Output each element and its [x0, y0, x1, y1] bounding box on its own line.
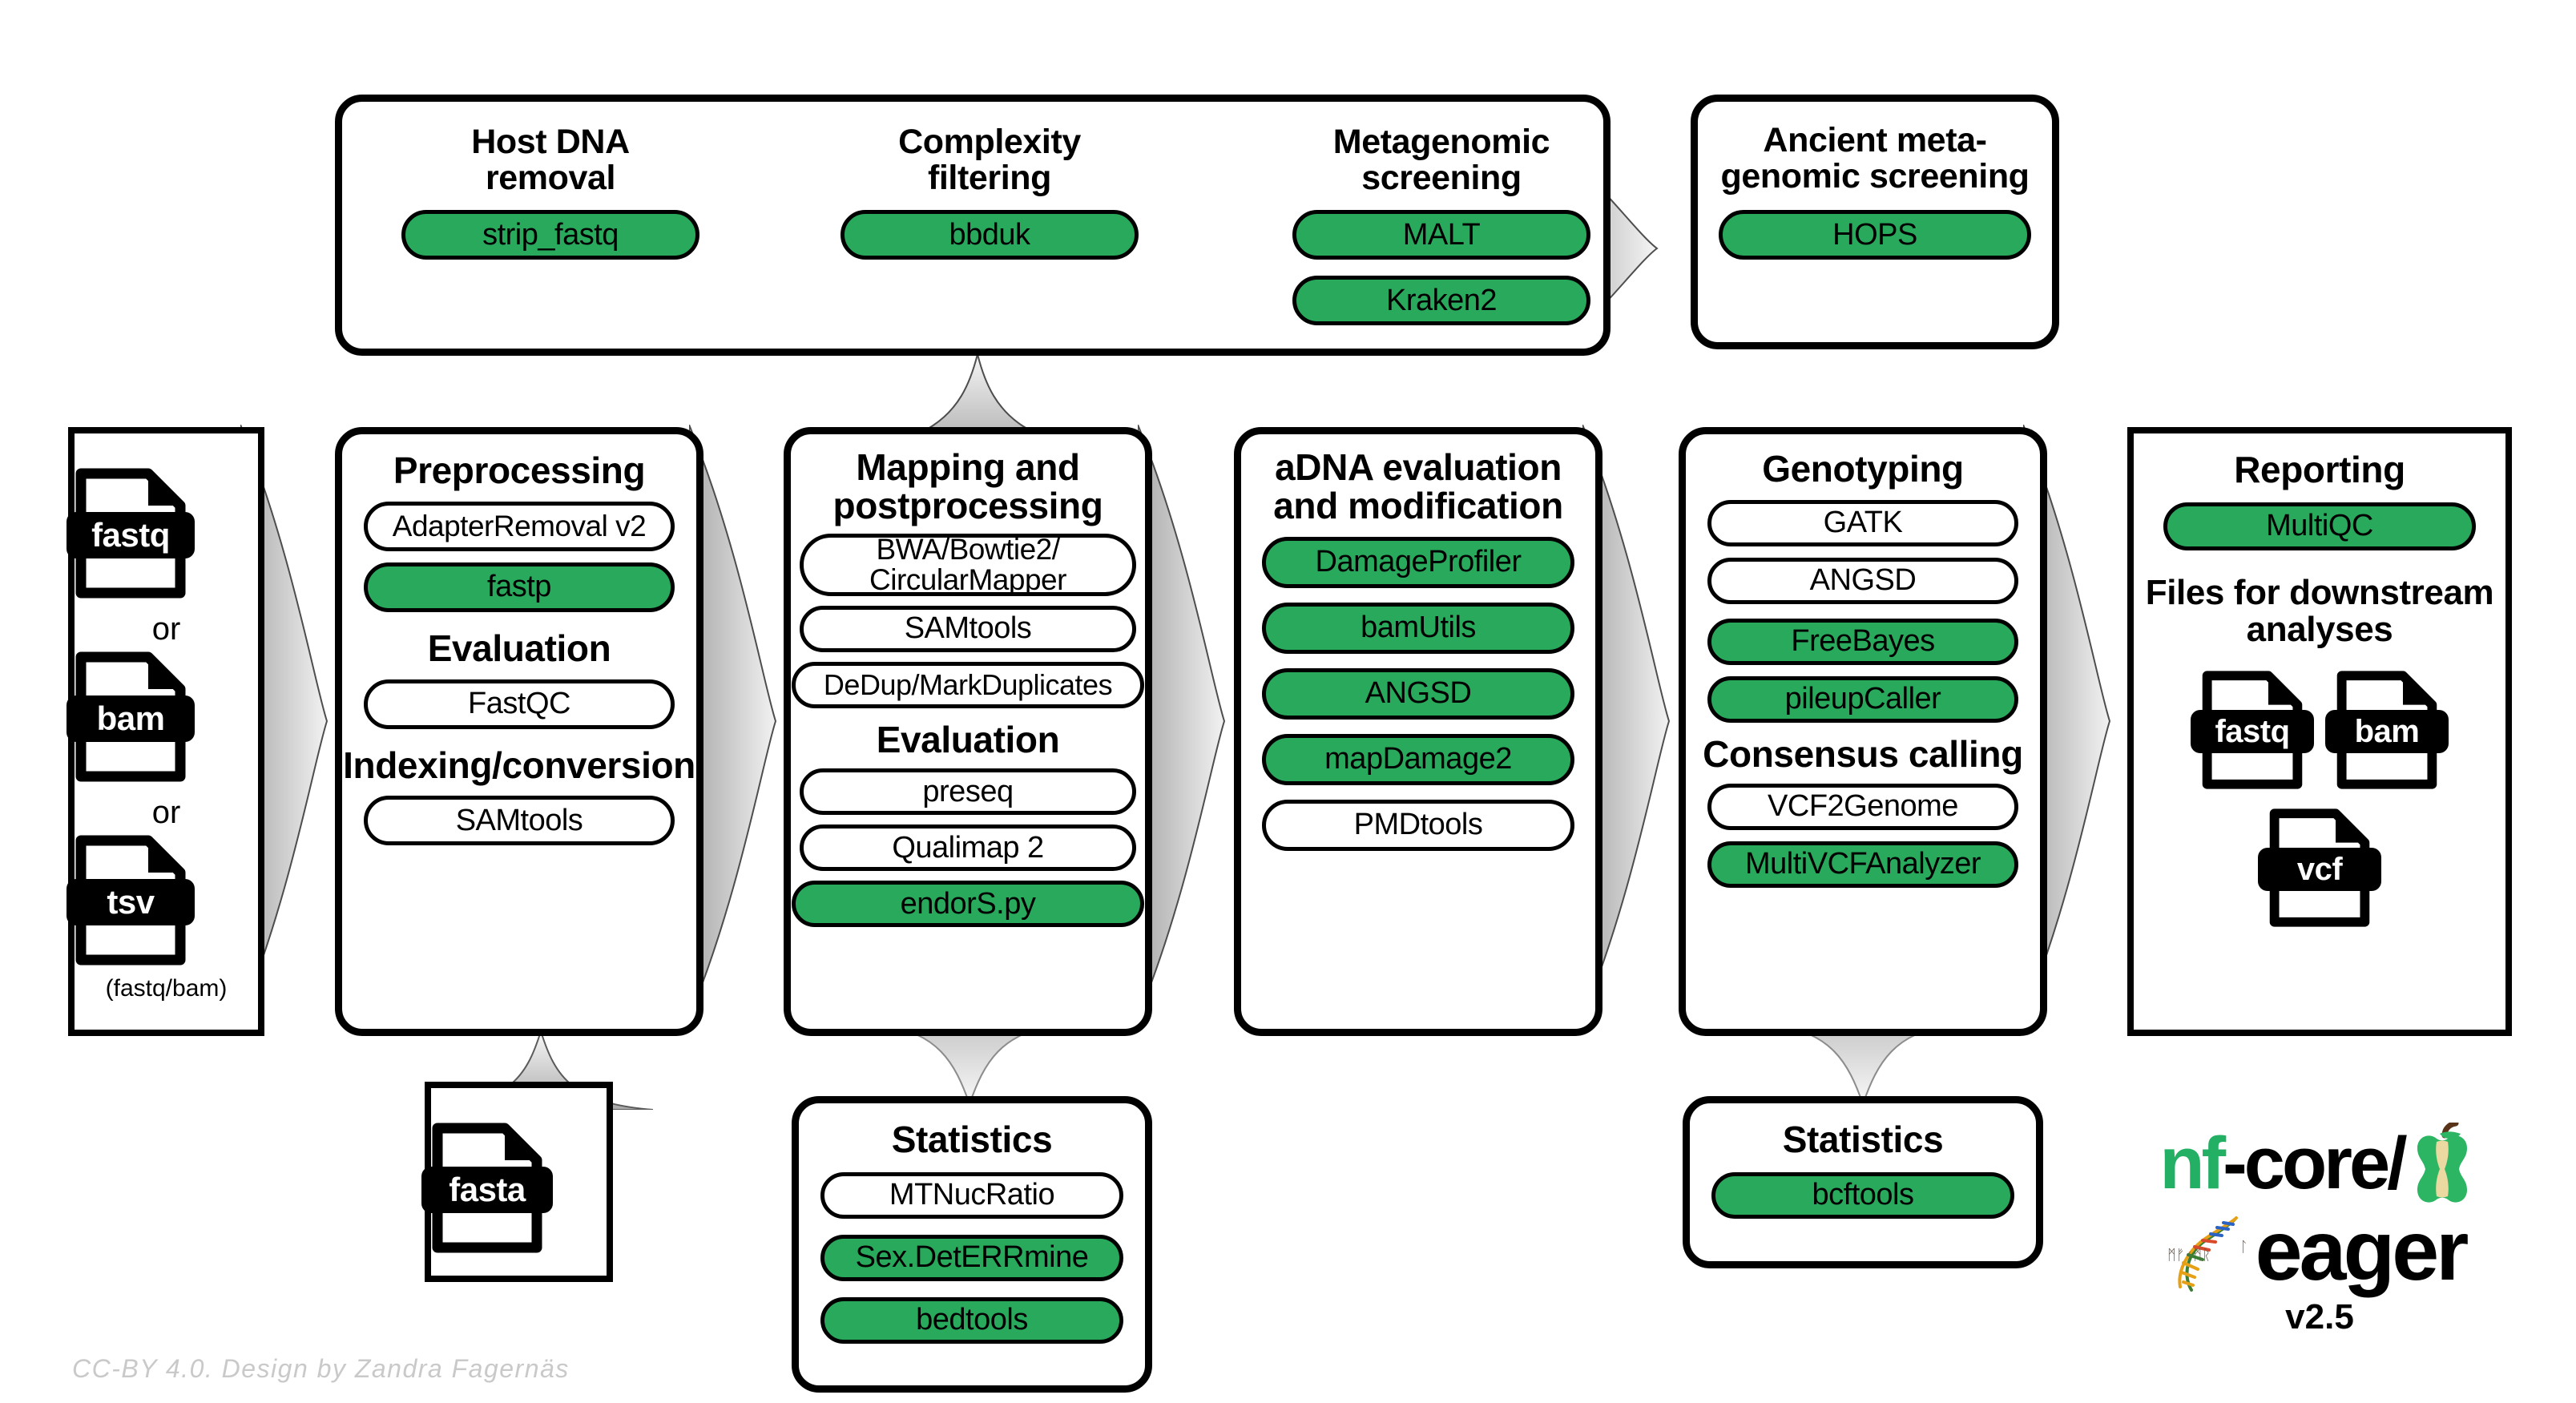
file-icon-fasta: fasta — [421, 1122, 553, 1254]
ancient-screening-box: Ancient meta- genomic screening HOPS — [1691, 95, 2059, 349]
ancient-screening-title: Ancient meta- genomic screening — [1720, 121, 2030, 196]
section-heading-evaluation: Evaluation — [427, 627, 611, 669]
tool-pill-freebayes[interactable]: FreeBayes — [1707, 618, 2018, 665]
screening-group-metagenomic: Metagenomic screening MALT Kraken2 — [1281, 123, 1602, 326]
statistics-mapping-box: Statistics MTNucRatio Sex.DetERRmine bed… — [792, 1096, 1152, 1393]
tool-pill-mtnucratio[interactable]: MTNucRatio — [820, 1171, 1123, 1219]
statistics-mapping-title: Statistics — [891, 1119, 1053, 1160]
screening-group-complexity: Complexity filtering bbduk — [829, 124, 1150, 260]
tool-pill-bamutils[interactable]: bamUtils — [1262, 602, 1574, 654]
arrow-mapping-to-adna — [1138, 425, 1226, 1018]
tool-pill-bwa-bowtie2-circularmapper[interactable]: BWA/Bowtie2/ CircularMapper — [800, 533, 1136, 596]
logo-eager-text: eager — [2255, 1203, 2469, 1298]
column-title-reporting: Reporting — [2234, 449, 2405, 490]
tool-pill-fastp[interactable]: fastp — [364, 562, 675, 612]
arrow-genotyping-to-statistics — [1775, 1026, 1951, 1106]
tool-pill-endors-py[interactable]: endorS.py — [792, 881, 1144, 928]
tool-pill-vcf2genome[interactable]: VCF2Genome — [1707, 783, 2018, 830]
column-preprocessing: Preprocessing AdapterRemoval v2 fastp Ev… — [335, 427, 703, 1036]
svg-text:ᛗᚠᚲᛗᚱ: ᛗᚠᚲᛗᚱ — [2167, 1247, 2211, 1263]
dna-helix-icon: ᛗᚠᚲᛗᚱ ᛚ — [2166, 1213, 2260, 1298]
screening-group-title: Complexity filtering — [898, 123, 1081, 197]
tool-pill-multiqc[interactable]: MultiQC — [2163, 502, 2476, 550]
column-title-adna: aDNA evaluation and modification — [1273, 446, 1563, 526]
section-heading-consensus-calling: Consensus calling — [1703, 732, 2023, 775]
file-icon-tsv: tsv — [67, 834, 195, 966]
file-icon-bam-output: bam — [2325, 670, 2449, 790]
section-heading-indexing: Indexing/conversion — [343, 744, 695, 786]
output-files-row-2: vcf — [2134, 808, 2505, 928]
file-label: bam — [67, 695, 195, 742]
apple-core-icon — [2413, 1122, 2472, 1206]
screening-group-title: Metagenomic screening — [1332, 123, 1550, 197]
tool-pill-qualimap2[interactable]: Qualimap 2 — [800, 824, 1136, 872]
output-files-row: fastq bam — [2134, 670, 2505, 790]
tool-pill-bbduk[interactable]: bbduk — [841, 210, 1139, 260]
column-title-genotyping: Genotyping — [1762, 448, 1964, 490]
tool-pill-strip-fastq[interactable]: strip_fastq — [401, 210, 699, 260]
tool-pill-malt[interactable]: MALT — [1292, 210, 1590, 260]
tool-pill-gatk[interactable]: GATK — [1707, 499, 2018, 546]
tool-pill-adapterremoval[interactable]: AdapterRemoval v2 — [364, 501, 675, 551]
tool-pill-hops[interactable]: HOPS — [1719, 210, 2031, 260]
tool-pill-pmdtools[interactable]: PMDtools — [1262, 799, 1574, 851]
file-icon-bam: bam — [67, 651, 195, 783]
file-label: tsv — [67, 879, 195, 925]
nf-core-eager-logo: nf -core/ — [2115, 1122, 2516, 1354]
column-adna-evaluation: aDNA evaluation and modification DamageP… — [1234, 427, 1602, 1036]
tool-pill-bedtools[interactable]: bedtools — [820, 1296, 1123, 1344]
tool-pill-mapdamage2[interactable]: mapDamage2 — [1262, 733, 1574, 785]
file-label: fastq — [2191, 710, 2314, 754]
svg-text:ᛚ: ᛚ — [2239, 1239, 2248, 1255]
credit-footer: CC-BY 4.0. Design by Zandra Fagernäs — [72, 1354, 570, 1383]
tool-pill-dedup-markduplicates[interactable]: DeDup/MarkDuplicates — [792, 661, 1144, 708]
logo-version: v2.5 — [2285, 1297, 2354, 1336]
arrow-adna-to-genotyping — [1582, 425, 1671, 1018]
file-icon-fastq-output: fastq — [2191, 670, 2314, 790]
tool-pill-sex-determine[interactable]: Sex.DetERRmine — [820, 1234, 1123, 1281]
arrow-preprocessing-to-mapping — [689, 425, 777, 1018]
tool-pill-kraken2[interactable]: Kraken2 — [1292, 276, 1590, 326]
statistics-genotyping-box: Statistics bcftools — [1683, 1096, 2043, 1268]
tool-pill-fastqc[interactable]: FastQC — [364, 679, 675, 729]
file-label: bam — [2325, 710, 2449, 754]
column-mapping: Mapping and postprocessing BWA/Bowtie2/ … — [784, 427, 1152, 1036]
tool-pill-samtools-mapping[interactable]: SAMtools — [800, 605, 1136, 652]
logo-row-nf-core: nf -core/ — [2115, 1122, 2516, 1206]
input-or-label-2: or — [151, 795, 181, 830]
input-or-label-1: or — [151, 611, 181, 647]
logo-nf-text: nf — [2159, 1123, 2226, 1204]
column-genotyping: Genotyping GATK ANGSD FreeBayes pileupCa… — [1679, 427, 2047, 1036]
reference-fasta-box: fasta — [421, 1082, 613, 1282]
file-label: fasta — [421, 1167, 553, 1213]
tool-pill-preseq[interactable]: preseq — [800, 768, 1136, 816]
tool-pill-samtools-preproc[interactable]: SAMtools — [364, 796, 675, 846]
file-label: vcf — [2258, 848, 2381, 892]
logo-row-eager: ᛗᚠᚲᛗᚱ ᛚ eager — [2115, 1203, 2516, 1298]
file-icon-fastq: fastq — [67, 467, 195, 599]
file-label: fastq — [67, 512, 195, 558]
tool-pill-bcftools[interactable]: bcftools — [1711, 1171, 2014, 1219]
column-title-preprocessing: Preprocessing — [393, 450, 646, 491]
input-files-box: fastq or bam or tsv (fastq/bam) — [67, 427, 264, 1036]
tool-pill-angsd-genotyping[interactable]: ANGSD — [1707, 557, 2018, 604]
logo-core-text: -core/ — [2223, 1123, 2408, 1204]
input-files-note: (fastq/bam) — [105, 975, 228, 1002]
section-heading-downstream-files: Files for downstream analyses — [2145, 572, 2494, 649]
arrow-mapping-to-statistics — [881, 1026, 1058, 1106]
column-reporting: Reporting MultiQC Files for downstream a… — [2127, 427, 2512, 1036]
screening-group-title: Host DNA removal — [471, 123, 630, 197]
screening-group-host-dna: Host DNA removal strip_fastq — [374, 124, 727, 260]
tool-pill-damageprofiler[interactable]: DamageProfiler — [1262, 536, 1574, 588]
screening-panel: Host DNA removal strip_fastq Complexity … — [335, 95, 1611, 356]
section-heading-evaluation-mapping: Evaluation — [876, 718, 1060, 760]
column-title-mapping: Mapping and postprocessing — [832, 446, 1103, 526]
tool-pill-pileupcaller[interactable]: pileupCaller — [1707, 675, 2018, 723]
tool-pill-multivcfanalyzer[interactable]: MultiVCFAnalyzer — [1707, 841, 2018, 888]
file-icon-vcf-output: vcf — [2258, 808, 2381, 928]
statistics-genotyping-title: Statistics — [1782, 1119, 1944, 1160]
tool-pill-angsd-adna[interactable]: ANGSD — [1262, 667, 1574, 720]
